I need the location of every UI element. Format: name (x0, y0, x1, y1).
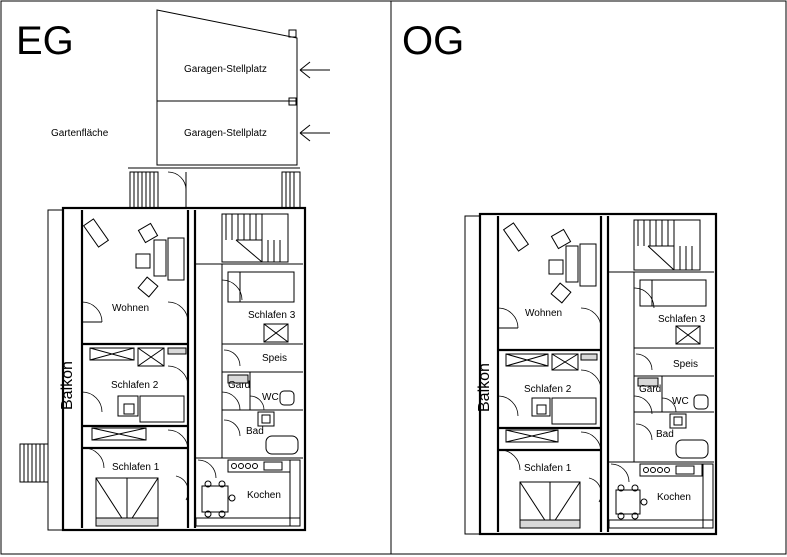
ground-staircase (221, 213, 289, 263)
upper-living-furniture (502, 222, 597, 304)
ground-bedroom3-label: Schlafen 3 (248, 310, 296, 321)
upper-floor: OG Balkon (402, 19, 718, 536)
entry-corridor (128, 167, 301, 209)
upper-kitchen-label: Kochen (657, 492, 691, 503)
upper-bedroom3-furniture (639, 279, 707, 345)
ground-bedroom2-label: Schlafen 2 (111, 380, 159, 391)
upper-wardrobe-label: Gard (639, 384, 661, 395)
ground-bedroom2-furniture (89, 347, 187, 423)
upper-bath-fixtures (669, 413, 709, 459)
ground-interior-walls (80, 210, 303, 528)
ground-floor-title: EG (16, 19, 74, 63)
upper-bedroom1-label: Schlafen 1 (524, 463, 572, 474)
upper-pantry-label: Speis (673, 359, 698, 370)
upper-balcony (464, 215, 481, 535)
upper-bedroom2-furniture (505, 353, 598, 425)
upper-kitchen-fixtures (608, 463, 714, 529)
ground-wardrobe-label: Gard (228, 380, 250, 391)
garage-bottom-label: Garagen-Stellplatz (184, 128, 267, 139)
upper-bedroom1-furniture (505, 429, 581, 529)
upper-staircase (633, 219, 701, 271)
ground-balcony-label: Balkon (59, 361, 76, 410)
upper-balcony-label: Balkon (476, 363, 493, 412)
garden-label: Gartenfläche (51, 128, 109, 139)
ground-kitchen-label: Kochen (247, 490, 281, 501)
ground-balcony (47, 209, 64, 531)
ground-wc-label: WC (262, 392, 279, 403)
upper-interior-walls (496, 216, 714, 532)
garage-top-label: Garagen-Stellplatz (184, 64, 267, 75)
ground-bedroom3-furniture (227, 271, 295, 343)
upper-bedroom2-label: Schlafen 2 (524, 384, 572, 395)
upper-floor-title: OG (402, 19, 464, 63)
upper-building-outline (478, 212, 718, 536)
ground-pantry-label: Speis (262, 353, 287, 364)
ground-bath-fixtures (257, 411, 299, 455)
ground-living-label: Wohnen (112, 303, 149, 314)
ground-living-furniture (82, 218, 185, 298)
garage: Garagen-Stellplatz Garagen-Stellplatz (156, 9, 330, 166)
ground-kitchen-fixtures (195, 459, 301, 527)
ground-bath-label: Bad (246, 426, 264, 437)
upper-living-label: Wohnen (525, 308, 562, 319)
upper-bedroom3-label: Schlafen 3 (658, 314, 706, 325)
ground-balcony-stair (19, 443, 49, 483)
upper-bath-label: Bad (656, 429, 674, 440)
ground-bedroom1-furniture (91, 427, 159, 527)
ground-floor: EG Garagen-Stellplatz Garagen-Stellplatz… (16, 9, 330, 532)
upper-wc-label: WC (672, 396, 689, 407)
ground-bedroom1-label: Schlafen 1 (112, 462, 160, 473)
